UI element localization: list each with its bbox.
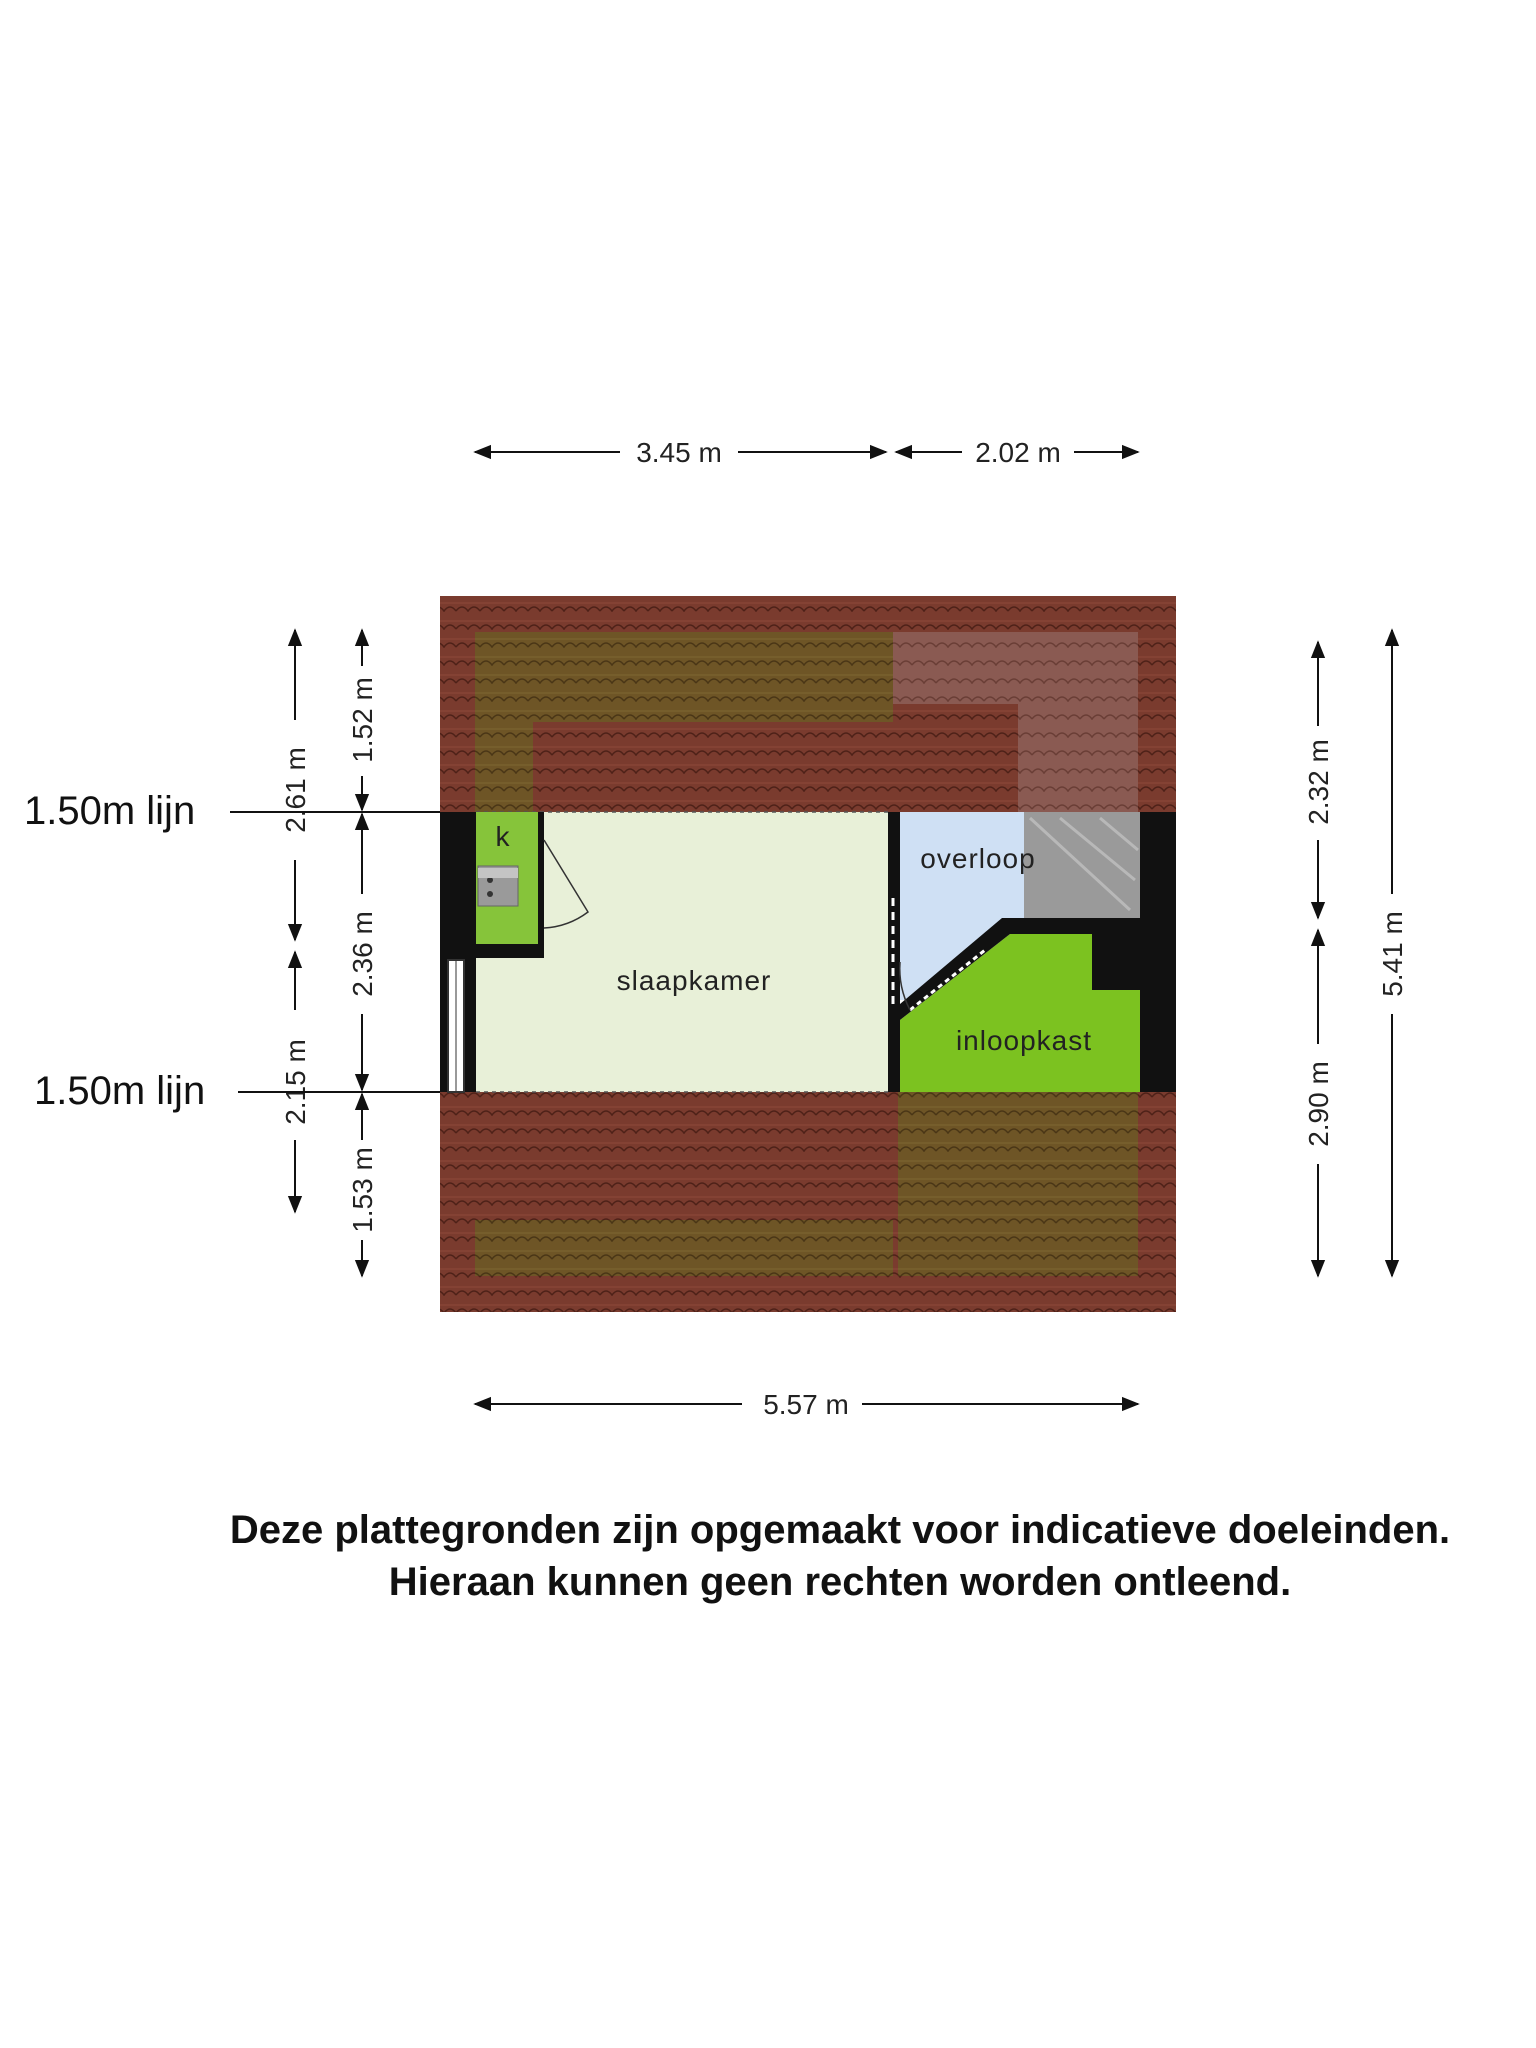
- closet-door-icon: [899, 961, 911, 1011]
- dimension-left-outer: 2.61 m 2.15 m: [280, 628, 311, 1214]
- line-150-lower: 1.50m lijn: [34, 1069, 440, 1113]
- kitchen-door-icon: [543, 839, 589, 929]
- disclaimer-line-1: Deze plattegronden zijn opgemaakt voor i…: [229, 1508, 1451, 1552]
- roof-bottom: [440, 1092, 1176, 1312]
- dim-left-outer-bottom: 2.15 m: [280, 1039, 311, 1125]
- label-150-lower: 1.50m lijn: [34, 1069, 205, 1113]
- dim-right-outer: 5.41 m: [1377, 911, 1408, 997]
- room-inloopkast: [891, 898, 1140, 1092]
- disclaimer-line-2: Hieraan kunnen geen rechten worden ontle…: [388, 1560, 1292, 1604]
- line-150-upper: 1.50m lijn: [24, 789, 440, 833]
- roof-top: [440, 596, 1176, 812]
- dim-top-right: 2.02 m: [975, 437, 1061, 468]
- dim-left-outer-top: 2.61 m: [280, 747, 311, 833]
- label-slaapkamer: slaapkamer: [617, 965, 772, 996]
- dim-left-inner-top: 1.52 m: [347, 677, 378, 763]
- room-keuken: [476, 812, 589, 958]
- dim-bottom: 5.57 m: [763, 1389, 849, 1420]
- floor-area: [440, 812, 1176, 1092]
- dimension-right: 2.32 m 2.90 m 5.41 m: [1303, 628, 1408, 1278]
- label-inloopkast: inloopkast: [956, 1025, 1092, 1056]
- dimension-top: 3.45 m 2.02 m: [473, 437, 1140, 468]
- label-overloop: overloop: [920, 843, 1035, 874]
- label-keuken: k: [496, 821, 511, 852]
- room-overloop: [900, 812, 1140, 1000]
- dim-right-inner-top: 2.32 m: [1303, 739, 1334, 825]
- dim-right-inner-bottom: 2.90 m: [1303, 1061, 1334, 1147]
- dim-left-inner-middle: 2.36 m: [347, 911, 378, 997]
- dimension-left-inner: 1.52 m 2.36 m 1.53 m: [347, 628, 378, 1278]
- label-150-upper: 1.50m lijn: [24, 789, 195, 833]
- dimension-bottom: 5.57 m: [473, 1389, 1140, 1420]
- room-slaapkamer: [476, 812, 888, 1092]
- dim-top-left: 3.45 m: [636, 437, 722, 468]
- dim-left-inner-bottom: 1.53 m: [347, 1147, 378, 1233]
